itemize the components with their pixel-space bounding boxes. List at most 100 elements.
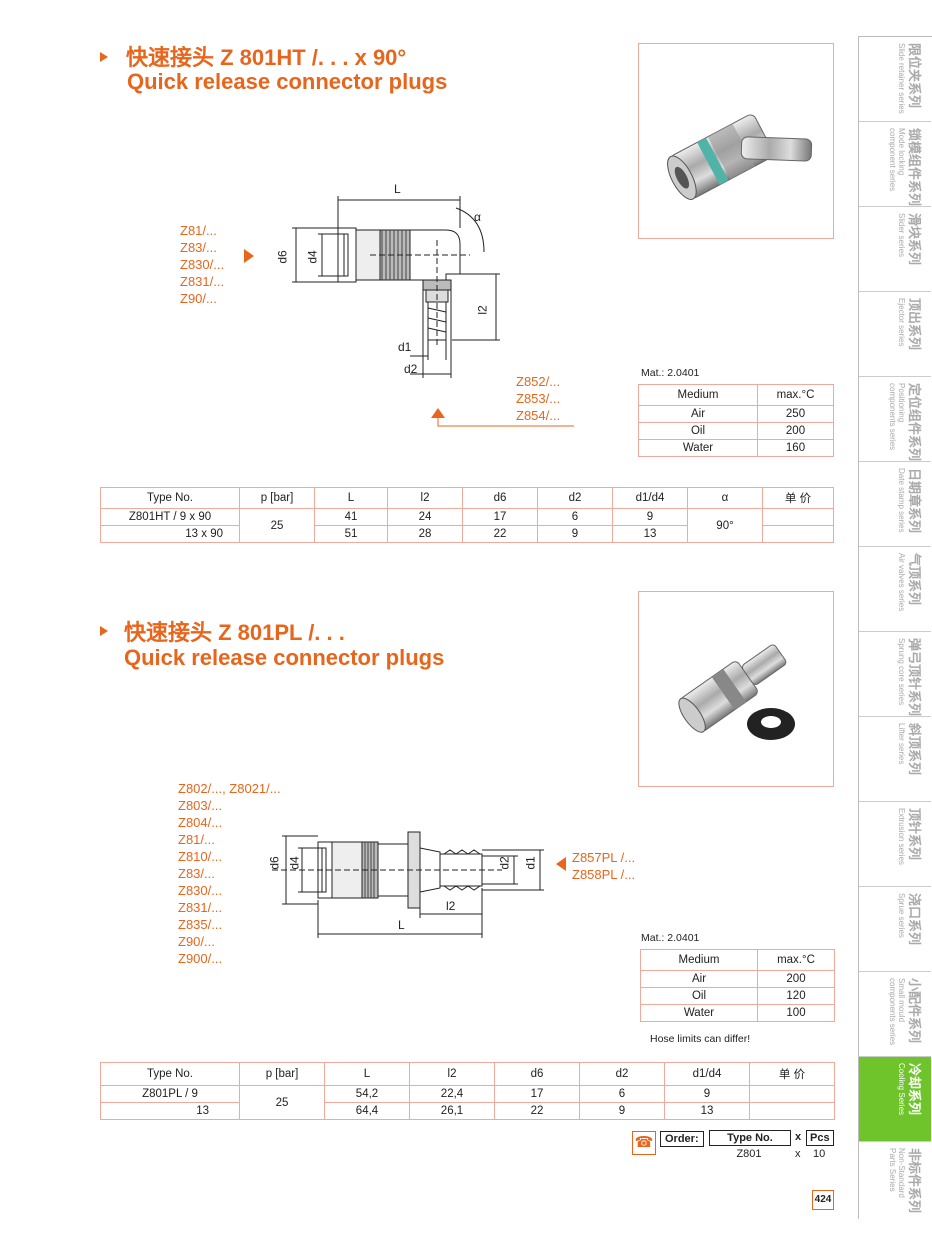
sidebar-item-label: 小配件系列 [907,978,922,1044]
dim-l2: l2 [446,899,456,913]
arrow-right-icon [244,249,254,263]
medium-temperature-table-2: Medium max.°C Air 200 Oil 120 Water 100 [640,949,835,1022]
sidebar-item-label: 日期章系列 [907,468,922,534]
table-cell: Water [638,439,758,457]
table-cell: 9 [579,1102,665,1120]
table-header-cell: d2 [537,487,613,509]
code-item: Z802/..., Z8021/... [178,781,281,796]
table-cell: Air [638,405,758,423]
table-header-cell: Medium [640,949,758,971]
table-cell: 6 [537,508,613,526]
table-row: Oil 120 [640,987,835,1005]
sidebar-item-label: 限位夹系列 [907,43,922,109]
table-header-cell: Type No. [100,487,240,509]
sidebar-item-sublabel: Extrusion series [897,808,906,865]
table-header-cell: 单 价 [762,487,834,509]
table-cell [749,1102,835,1120]
table-header-cell: Medium [638,384,758,406]
sidebar-item-sublabel: component series [888,128,897,192]
table-row: Z801HT / 9 x 90 25 41 24 17 6 9 90° [100,508,834,543]
dim-l2: l2 [475,305,490,315]
sidebar-item-label: 浇口系列 [907,893,922,946]
sidebar-item-sublabel: Sprung core series [897,638,906,706]
compatible-codes-right-2: Z857PL /... Z858PL /... [572,849,635,883]
section1-title-cn: 快速接头 Z 801HT /. . . x 90° [126,45,407,70]
table-header-row: Medium max.°C [640,949,835,971]
dim-L: L [394,182,401,196]
spec-table-2: Type No. p [bar] L l2 d6 d2 d1/d4 单 价 Z8… [100,1062,835,1120]
code-item: Z803/... [178,798,223,813]
table-header-row: Medium max.°C [638,384,834,406]
order-label: Order: [660,1131,704,1147]
section2-title-en: Quick release connector plugs [124,645,445,670]
table-cell: Water [640,1004,758,1022]
table-header-cell: d1/d4 [612,487,688,509]
table-header-cell: p [bar] [239,1062,325,1086]
bullet-triangle [100,626,108,636]
table-cell: 13 [664,1102,750,1120]
table-cell: Z801PL / 9 [100,1085,240,1103]
arrow-left-icon [556,857,566,871]
table-row: Air 250 [638,405,834,423]
table-cell: Air [640,970,758,988]
code-item: Z83/... [180,240,217,255]
bullet-triangle [100,52,108,62]
table-cell: 22,4 [409,1085,495,1103]
table-header-cell: p [bar] [239,487,315,509]
code-item: Z81/... [180,223,217,238]
table-row: Oil 200 [638,422,834,440]
table-cell: 41 [314,508,388,526]
dim-d2: d2 [497,856,512,870]
hose-note: Hose limits can differ! [650,1033,751,1045]
table-row: Z801PL / 9 25 54,2 22,4 17 6 9 [100,1085,835,1120]
code-item: Z853/... [516,391,561,406]
table-cell: 17 [462,508,538,526]
table-header-cell: max.°C [757,949,835,971]
dim-d6: d6 [275,250,290,264]
table-cell [762,508,834,526]
order-x: x [795,1148,801,1160]
dim-L: L [398,918,405,932]
compatible-codes-left-2: Z802/..., Z8021/... Z803/... Z804/... Z8… [178,780,281,967]
table-cell: 13 [100,1102,240,1120]
table-header-cell: max.°C [757,384,834,406]
sidebar-item-sublabel: Date stamp series [897,468,906,533]
sidebar-item-sublabel: Slide retainer series [897,43,906,114]
code-item: Z900/... [178,951,223,966]
product-photo-elbow [638,43,834,239]
table-cell: 160 [757,439,834,457]
code-item: Z835/... [178,917,223,932]
table-cell: 200 [757,970,835,988]
code-item: Z83/... [178,866,215,881]
order-x: x [795,1131,802,1143]
table-cell: 25 [239,508,315,543]
medium-temperature-table-1: Medium max.°C Air 250 Oil 200 Water 160 [638,384,834,457]
table-cell: 200 [757,422,834,440]
sidebar-item-sublabel: components series [888,978,897,1046]
sidebar-item-sublabel: Small mould [897,978,906,1023]
sidebar-item-sublabel: Non-Standard [897,1148,906,1198]
sidebar-item-label: 滑块系列 [907,213,922,266]
code-item: Z81/... [178,832,215,847]
code-item: Z830/... [178,883,223,898]
code-item: Z90/... [180,291,217,306]
table-cell: Oil [640,987,758,1005]
technical-drawing-straight [272,831,544,938]
table-cell: 22 [462,525,538,543]
product-photo-straight [638,591,834,787]
table-cell: 120 [757,987,835,1005]
